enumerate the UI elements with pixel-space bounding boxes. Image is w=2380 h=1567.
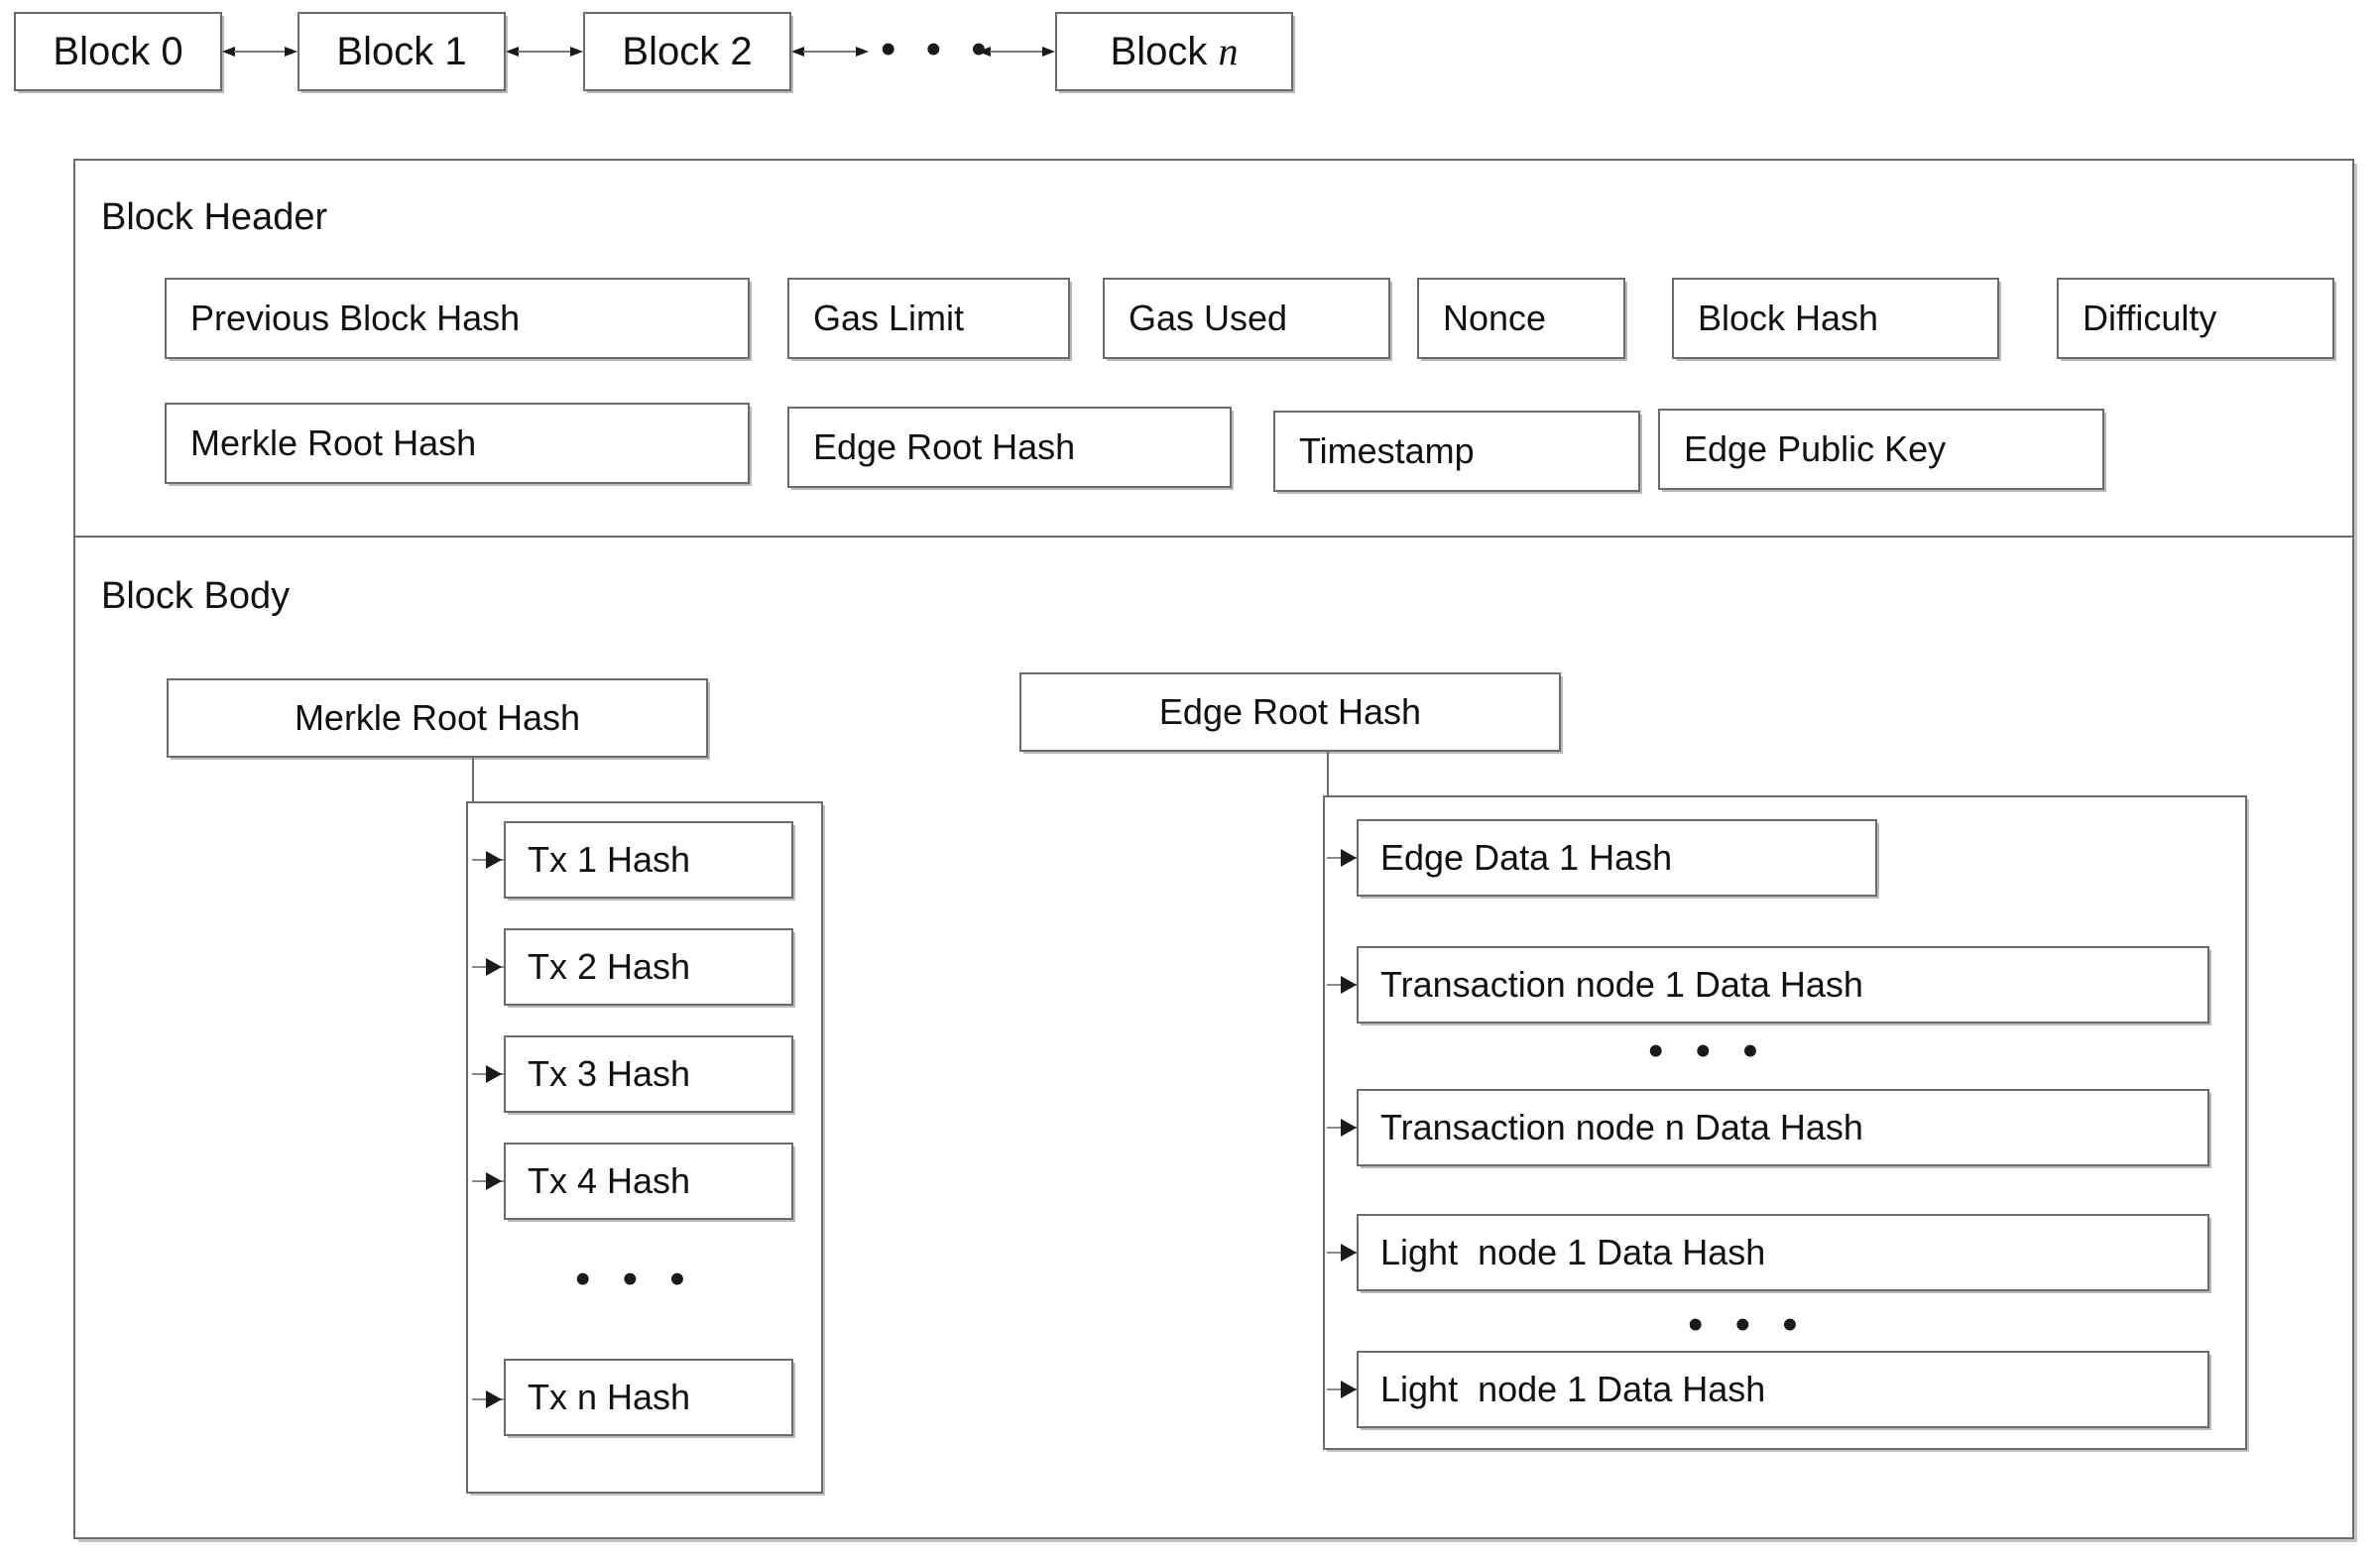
edge-branch-arrow-icon (1341, 849, 1357, 867)
chain-block-0: Block 0 (14, 12, 222, 91)
header-field-label: Timestamp (1299, 430, 1475, 471)
merkle-leaf-tx-4: Tx 4 Hash (504, 1143, 793, 1220)
chain-block-1: Block 1 (298, 12, 506, 91)
merkle-leaf-tx-3: Tx 3 Hash (504, 1035, 793, 1113)
header-field-nonce: Nonce (1417, 278, 1625, 359)
merkle-root-hash-node: Merkle Root Hash (167, 678, 708, 758)
header-field-label: Nonce (1443, 298, 1547, 338)
arrow-shaft (234, 51, 286, 53)
header-field-difficulty: Difficulty (2057, 278, 2334, 359)
header-field-label: Merkle Root Hash (190, 422, 477, 463)
edge-branch-arrow-icon (1341, 976, 1357, 994)
merkle-branch-arrow-icon (486, 1390, 502, 1408)
edge-leaf-ellipsis-light: • • • (1688, 1300, 1808, 1349)
header-field-edge-root-hash: Edge Root Hash (787, 407, 1232, 488)
header-field-gas-limit: Gas Limit (787, 278, 1070, 359)
merkle-leaf-tx-n: Tx n Hash (504, 1359, 793, 1436)
edge-leaf-label: Transaction node 1 Data Hash (1380, 964, 1863, 1005)
header-field-label: Gas Limit (813, 298, 965, 338)
merkle-branch-arrow-icon (486, 958, 502, 976)
edge-branch-arrow-icon (1341, 1244, 1357, 1262)
merkle-leaf-label: Tx 2 Hash (528, 946, 691, 987)
chain-block-label: Block 0 (53, 30, 183, 73)
header-body-divider (75, 536, 2352, 538)
edge-leaf-light-node-1-b: Light node 1 Data Hash (1357, 1351, 2209, 1428)
header-field-label: Previous Block Hash (190, 298, 521, 338)
edge-leaf-label: Light node 1 Data Hash (1380, 1369, 1766, 1409)
merkle-leaf-tx-2: Tx 2 Hash (504, 928, 793, 1006)
edge-root-hash-node: Edge Root Hash (1019, 672, 1561, 752)
chain-link-arrow-1-2 (506, 47, 583, 57)
edge-leaf-transaction-node-1: Transaction node 1 Data Hash (1357, 946, 2209, 1024)
block-header-title: Block Header (101, 196, 328, 238)
edge-leaf-ellipsis-transaction: • • • (1648, 1026, 1768, 1075)
header-field-edge-public-key: Edge Public Key (1658, 409, 2104, 490)
merkle-branch-arrow-icon (486, 1172, 502, 1190)
header-field-label: Edge Root Hash (813, 426, 1076, 467)
edge-leaf-edge-data-1: Edge Data 1 Hash (1357, 819, 1877, 897)
chain-block-label: Block 2 (622, 30, 753, 73)
arrow-head-left-icon (506, 47, 519, 57)
chain-link-arrow-gap-n (978, 47, 1055, 57)
arrow-head-right-icon (856, 47, 869, 57)
merkle-leaf-ellipsis: • • • (575, 1255, 695, 1303)
header-field-label: Block Hash (1698, 298, 1879, 338)
chain-block-label-index: n (1218, 29, 1239, 73)
arrow-head-right-icon (1042, 47, 1055, 57)
merkle-branch-arrow-icon (486, 851, 502, 869)
merkle-leaf-label: Tx 1 Hash (528, 839, 691, 880)
arrow-shaft (518, 51, 571, 53)
arrow-head-right-icon (570, 47, 583, 57)
edge-leaf-label: Edge Data 1 Hash (1380, 837, 1673, 878)
header-field-label: Difficulty (2082, 298, 2217, 338)
header-field-timestamp: Timestamp (1273, 411, 1640, 492)
merkle-branch-arrow-icon (486, 1065, 502, 1083)
header-field-previous-block-hash: Previous Block Hash (165, 278, 750, 359)
arrow-head-left-icon (791, 47, 804, 57)
chain-block-label: Block 1 (336, 30, 467, 73)
block-frame: Block Header Previous Block Hash Gas Lim… (73, 159, 2354, 1539)
arrow-head-right-icon (285, 47, 298, 57)
chain-link-arrow-2-gap (791, 47, 869, 57)
chain-block-label: Block (1110, 30, 1219, 73)
edge-leaf-transaction-node-n: Transaction node n Data Hash (1357, 1089, 2209, 1166)
arrow-head-left-icon (222, 47, 235, 57)
edge-leaf-label: Light node 1 Data Hash (1380, 1232, 1766, 1272)
arrow-shaft (803, 51, 857, 53)
header-field-label: Gas Used (1129, 298, 1288, 338)
header-field-label: Edge Public Key (1684, 428, 1947, 469)
merkle-leaf-label: Tx n Hash (528, 1377, 691, 1417)
chain-link-arrow-0-1 (222, 47, 298, 57)
edge-leaf-light-node-1-a: Light node 1 Data Hash (1357, 1214, 2209, 1291)
merkle-leaf-label: Tx 4 Hash (528, 1160, 691, 1201)
edge-branch-arrow-icon (1341, 1381, 1357, 1398)
edge-leaf-label: Transaction node n Data Hash (1380, 1107, 1863, 1147)
merkle-leaf-label: Tx 3 Hash (528, 1053, 691, 1094)
edge-root-hash-label: Edge Root Hash (1158, 691, 1422, 732)
arrow-head-left-icon (978, 47, 991, 57)
chain-ellipsis: • • • (881, 25, 996, 73)
header-field-block-hash: Block Hash (1672, 278, 1999, 359)
arrow-shaft (990, 51, 1043, 53)
header-field-merkle-root-hash: Merkle Root Hash (165, 403, 750, 484)
block-body-title: Block Body (101, 575, 291, 617)
merkle-root-hash-label: Merkle Root Hash (294, 697, 581, 738)
chain-block-2: Block 2 (583, 12, 791, 91)
header-field-gas-used: Gas Used (1103, 278, 1390, 359)
chain-block-n: Block n (1055, 12, 1293, 91)
edge-branch-arrow-icon (1341, 1119, 1357, 1137)
merkle-leaf-tx-1: Tx 1 Hash (504, 821, 793, 899)
